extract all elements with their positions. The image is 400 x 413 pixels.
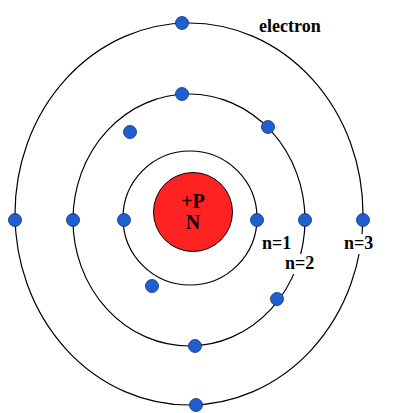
- shell-label: n=2: [284, 254, 315, 274]
- shell-label: n=1: [261, 234, 292, 254]
- orbit-2: [73, 94, 305, 346]
- shell-label: n=3: [343, 234, 374, 254]
- nucleus: +PN: [153, 172, 233, 252]
- orbit-3: [15, 23, 363, 405]
- nucleus-text: N: [186, 212, 200, 233]
- electron-label: electron: [258, 17, 322, 37]
- orbit-1: [123, 151, 257, 285]
- nucleus-text: +P: [181, 191, 205, 212]
- electrons: [9, 17, 370, 412]
